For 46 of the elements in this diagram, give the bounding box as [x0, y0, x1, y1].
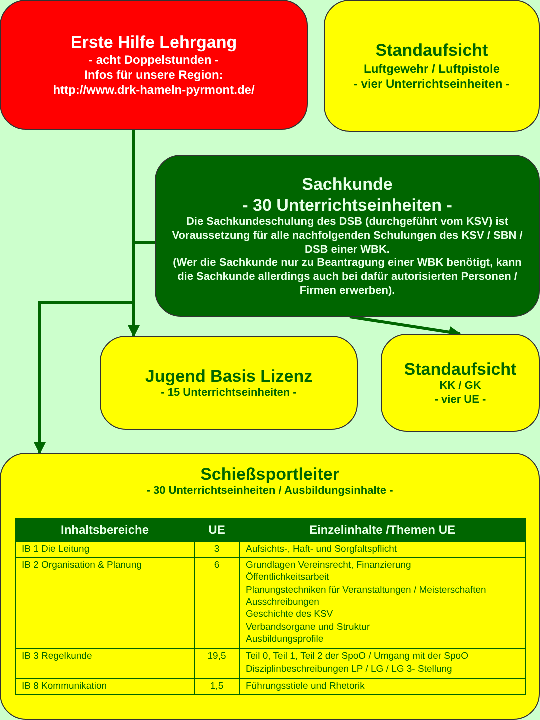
- box-title: Jugend Basis Lizenz: [145, 366, 313, 387]
- table-cell: Aufsichts-, Haft- und Sorgfaltspflicht: [240, 542, 526, 558]
- table-text: Ausschreibungen: [246, 597, 320, 610]
- rounded-box: [324, 0, 540, 132]
- box-text: - vier Unterrichtseinheiten -: [354, 76, 510, 92]
- column-header: Inhaltsbereiche: [16, 518, 194, 542]
- table-cell: IB 2 Organisation & Planung: [16, 558, 194, 649]
- table-text: Teil 0, Teil 1, Teil 2 der SpoO / Umgang mit der SpoO: [246, 651, 470, 664]
- table-cell: 3: [194, 542, 240, 558]
- table-cell: IB 3 Regelkunde: [16, 648, 194, 679]
- box-text: - 15 Unterrichtseinheiten -: [161, 386, 297, 400]
- rounded-box: [100, 336, 358, 430]
- table-text: Grundlagen Vereinsrecht, Finanzierung: [246, 560, 412, 572]
- box-text: (Wer die Sachkunde nur zu Beantragung einer WBK benötigt, kann die Sachkunde allerdings auch bei dafür autorisierten Personen / Firmen erwerben).: [172, 257, 523, 298]
- box-title: Schießsportleiter: [200, 464, 340, 486]
- box-text: - 30 Unterrichtseinheiten / Ausbildungsinhalte -: [146, 485, 394, 499]
- box-title: Standaufsicht: [376, 40, 488, 62]
- column-header: UE: [194, 518, 240, 542]
- table-text: Ausbildungsprofile: [246, 634, 325, 646]
- table-cell: 1,5: [194, 678, 240, 695]
- table-cell: 6: [194, 558, 240, 649]
- table-text: Öffentlichkeitsarbeit: [246, 572, 330, 585]
- box-title: Sachkunde: [302, 174, 393, 195]
- table-text: Verbandsorgane und Struktur: [246, 622, 372, 634]
- table-text: Planungstechniken für Veranstaltungen / Meisterschaften: [246, 584, 488, 598]
- box-text: - vier UE -: [434, 394, 486, 408]
- box-text: Infos für unsere Region:: [84, 68, 224, 84]
- box-text: http://www.drk-hameln-pyrmont.de/: [53, 83, 255, 98]
- rounded-box: [0, 453, 540, 720]
- table-cell: IB 8 Kommunikation: [16, 678, 194, 695]
- rounded-box: [0, 0, 308, 130]
- table-cell: 19,5: [194, 648, 240, 679]
- box-text: - 30 Unterrichtseinheiten -: [242, 194, 452, 216]
- box-text: Die Sachkundeschulung des DSB (durchgeführt vom KSV) ist Voraussetzung für alle nachfolgenden Schulungen des KSV / SBN / DSB einer WBK.: [171, 216, 524, 258]
- table-cell: IB 1 Die Leitung: [16, 542, 194, 558]
- box-title: Standaufsicht: [404, 358, 517, 380]
- table-cell: Führungsstiele und Rhetorik: [240, 678, 526, 695]
- box-text: KK / GK: [440, 380, 482, 394]
- column-header: Einzelinhalte /Themen UE: [240, 518, 526, 542]
- table-text: Geschichte des KSV: [246, 609, 334, 622]
- box-text: Luftgewehr / Luftpistole: [364, 62, 500, 77]
- rounded-box: [155, 155, 540, 317]
- rounded-box: [381, 334, 540, 432]
- box-text: - acht Doppelstunden -: [89, 53, 219, 68]
- table-text: Disziplinbeschreibungen LP / LG / LG 3- Stellung: [246, 664, 454, 676]
- box-title: Erste Hilfe Lehrgang: [70, 32, 238, 54]
